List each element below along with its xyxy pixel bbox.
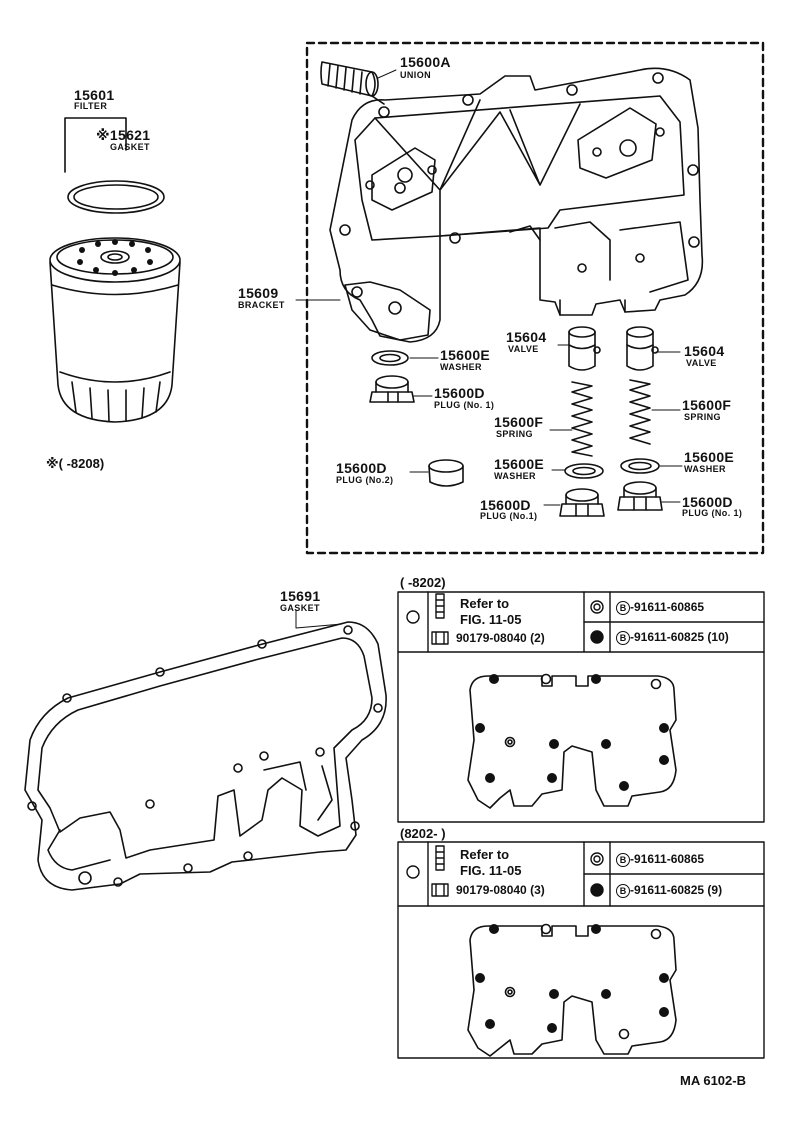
middle-washer-part-name: WASHER	[494, 471, 536, 481]
table-top-plate	[467, 673, 677, 809]
filter-gasket-part-number: ※15621	[96, 127, 151, 143]
filter-leader-lines	[64, 117, 127, 173]
gasket-part-number: 15691	[280, 588, 321, 604]
table-bottom-grid	[397, 841, 765, 1059]
table-top-refer-line2: FIG. 11-05	[460, 612, 522, 627]
union-part-number: 15600A	[400, 54, 451, 70]
table-top-bolt-number: 90179-08040 (2)	[456, 631, 545, 645]
cooler-gasket-drawing	[24, 609, 387, 891]
table-top-refer-line1: Refer to	[460, 596, 510, 611]
right-valve-drawing	[626, 326, 659, 371]
filter-gasket-drawing	[67, 180, 165, 214]
table-bottom-plate	[467, 923, 677, 1057]
table-bottom-code-a: B-91611-60865	[616, 853, 704, 867]
plug-no2-part-number: 15600D	[336, 460, 387, 476]
middle-plug-part-name: PLUG (No.1)	[480, 511, 538, 521]
filter-part-number: 15601	[74, 87, 115, 103]
middle-plug-drawing	[559, 488, 605, 517]
union-fitting-drawing	[320, 61, 385, 105]
table-bottom-code-b: B-91611-60825 (9)	[616, 884, 722, 898]
left-washer-drawing	[371, 350, 409, 366]
code-badge-b: B	[616, 884, 630, 898]
assembly-leader-lines	[295, 69, 683, 506]
left-spring-drawing	[571, 381, 593, 457]
gasket-part-name: GASKET	[280, 603, 320, 613]
left-plug-part-name: PLUG (No. 1)	[434, 400, 495, 410]
table-bottom-refer-line2: FIG. 11-05	[460, 863, 522, 878]
table-bottom-bolt-number: 90179-08040 (3)	[456, 883, 545, 897]
bracket-part-name: BRACKET	[238, 300, 285, 310]
assembly-frame	[305, 41, 765, 555]
code-badge-a: B	[616, 853, 630, 867]
table-top-part-b: -91611-60825 (10)	[630, 630, 729, 644]
filter-part-name: FILTER	[74, 101, 108, 111]
table-top-period: ( -8202)	[400, 575, 446, 590]
code-badge-b: B	[616, 631, 630, 645]
middle-washer-part-number: 15600E	[494, 456, 545, 472]
right-washer-part-name: WASHER	[684, 464, 726, 474]
middle-washer-drawing	[564, 463, 604, 479]
table-bottom-part-b: -91611-60825 (9)	[630, 883, 723, 897]
right-plug-part-name: PLUG (No. 1)	[682, 508, 743, 518]
table-top-part-a: -91611-60865	[630, 600, 705, 614]
oil-filter-drawing	[49, 237, 181, 423]
left-valve-part-number: 15604	[506, 329, 547, 345]
right-spring-part-number: 15600F	[682, 397, 732, 413]
table-bottom-period: (8202- )	[400, 826, 446, 841]
plug-no2-part-name: PLUG (No.2)	[336, 475, 394, 485]
table-top-code-b: B-91611-60825 (10)	[616, 631, 729, 645]
left-valve-part-name: VALVE	[508, 344, 539, 354]
plug-no2-drawing	[428, 459, 464, 487]
right-plug-drawing	[617, 481, 663, 511]
right-washer-drawing	[620, 458, 660, 474]
right-spring-drawing	[629, 379, 651, 445]
left-plug-part-number: 15600D	[434, 385, 485, 401]
code-badge-a: B	[616, 601, 630, 615]
left-valve-drawing	[568, 326, 601, 371]
table-top-grid	[397, 591, 765, 823]
right-valve-part-name: VALVE	[686, 358, 717, 368]
oil-cooler-bracket-drawing	[329, 67, 704, 343]
right-washer-part-number: 15600E	[684, 449, 735, 465]
table-bottom-refer-line1: Refer to	[460, 847, 510, 862]
filter-applicability-note: ※( -8208)	[46, 456, 105, 471]
table-top-code-a: B-91611-60865	[616, 601, 704, 615]
left-spring-part-name: SPRING	[496, 429, 533, 439]
right-valve-part-number: 15604	[684, 343, 725, 359]
filter-gasket-part-name: GASKET	[110, 142, 150, 152]
left-washer-part-number: 15600E	[440, 347, 491, 363]
right-spring-part-name: SPRING	[684, 412, 721, 422]
middle-plug-part-number: 15600D	[480, 497, 531, 513]
left-spring-part-number: 15600F	[494, 414, 544, 430]
union-part-name: UNION	[400, 70, 431, 80]
bracket-part-number: 15609	[238, 285, 279, 301]
right-plug-part-number: 15600D	[682, 494, 733, 510]
table-bottom-part-a: -91611-60865	[630, 852, 705, 866]
left-plug-drawing	[369, 375, 415, 403]
left-washer-part-name: WASHER	[440, 362, 482, 372]
diagram-code: MA 6102-B	[680, 1073, 746, 1088]
